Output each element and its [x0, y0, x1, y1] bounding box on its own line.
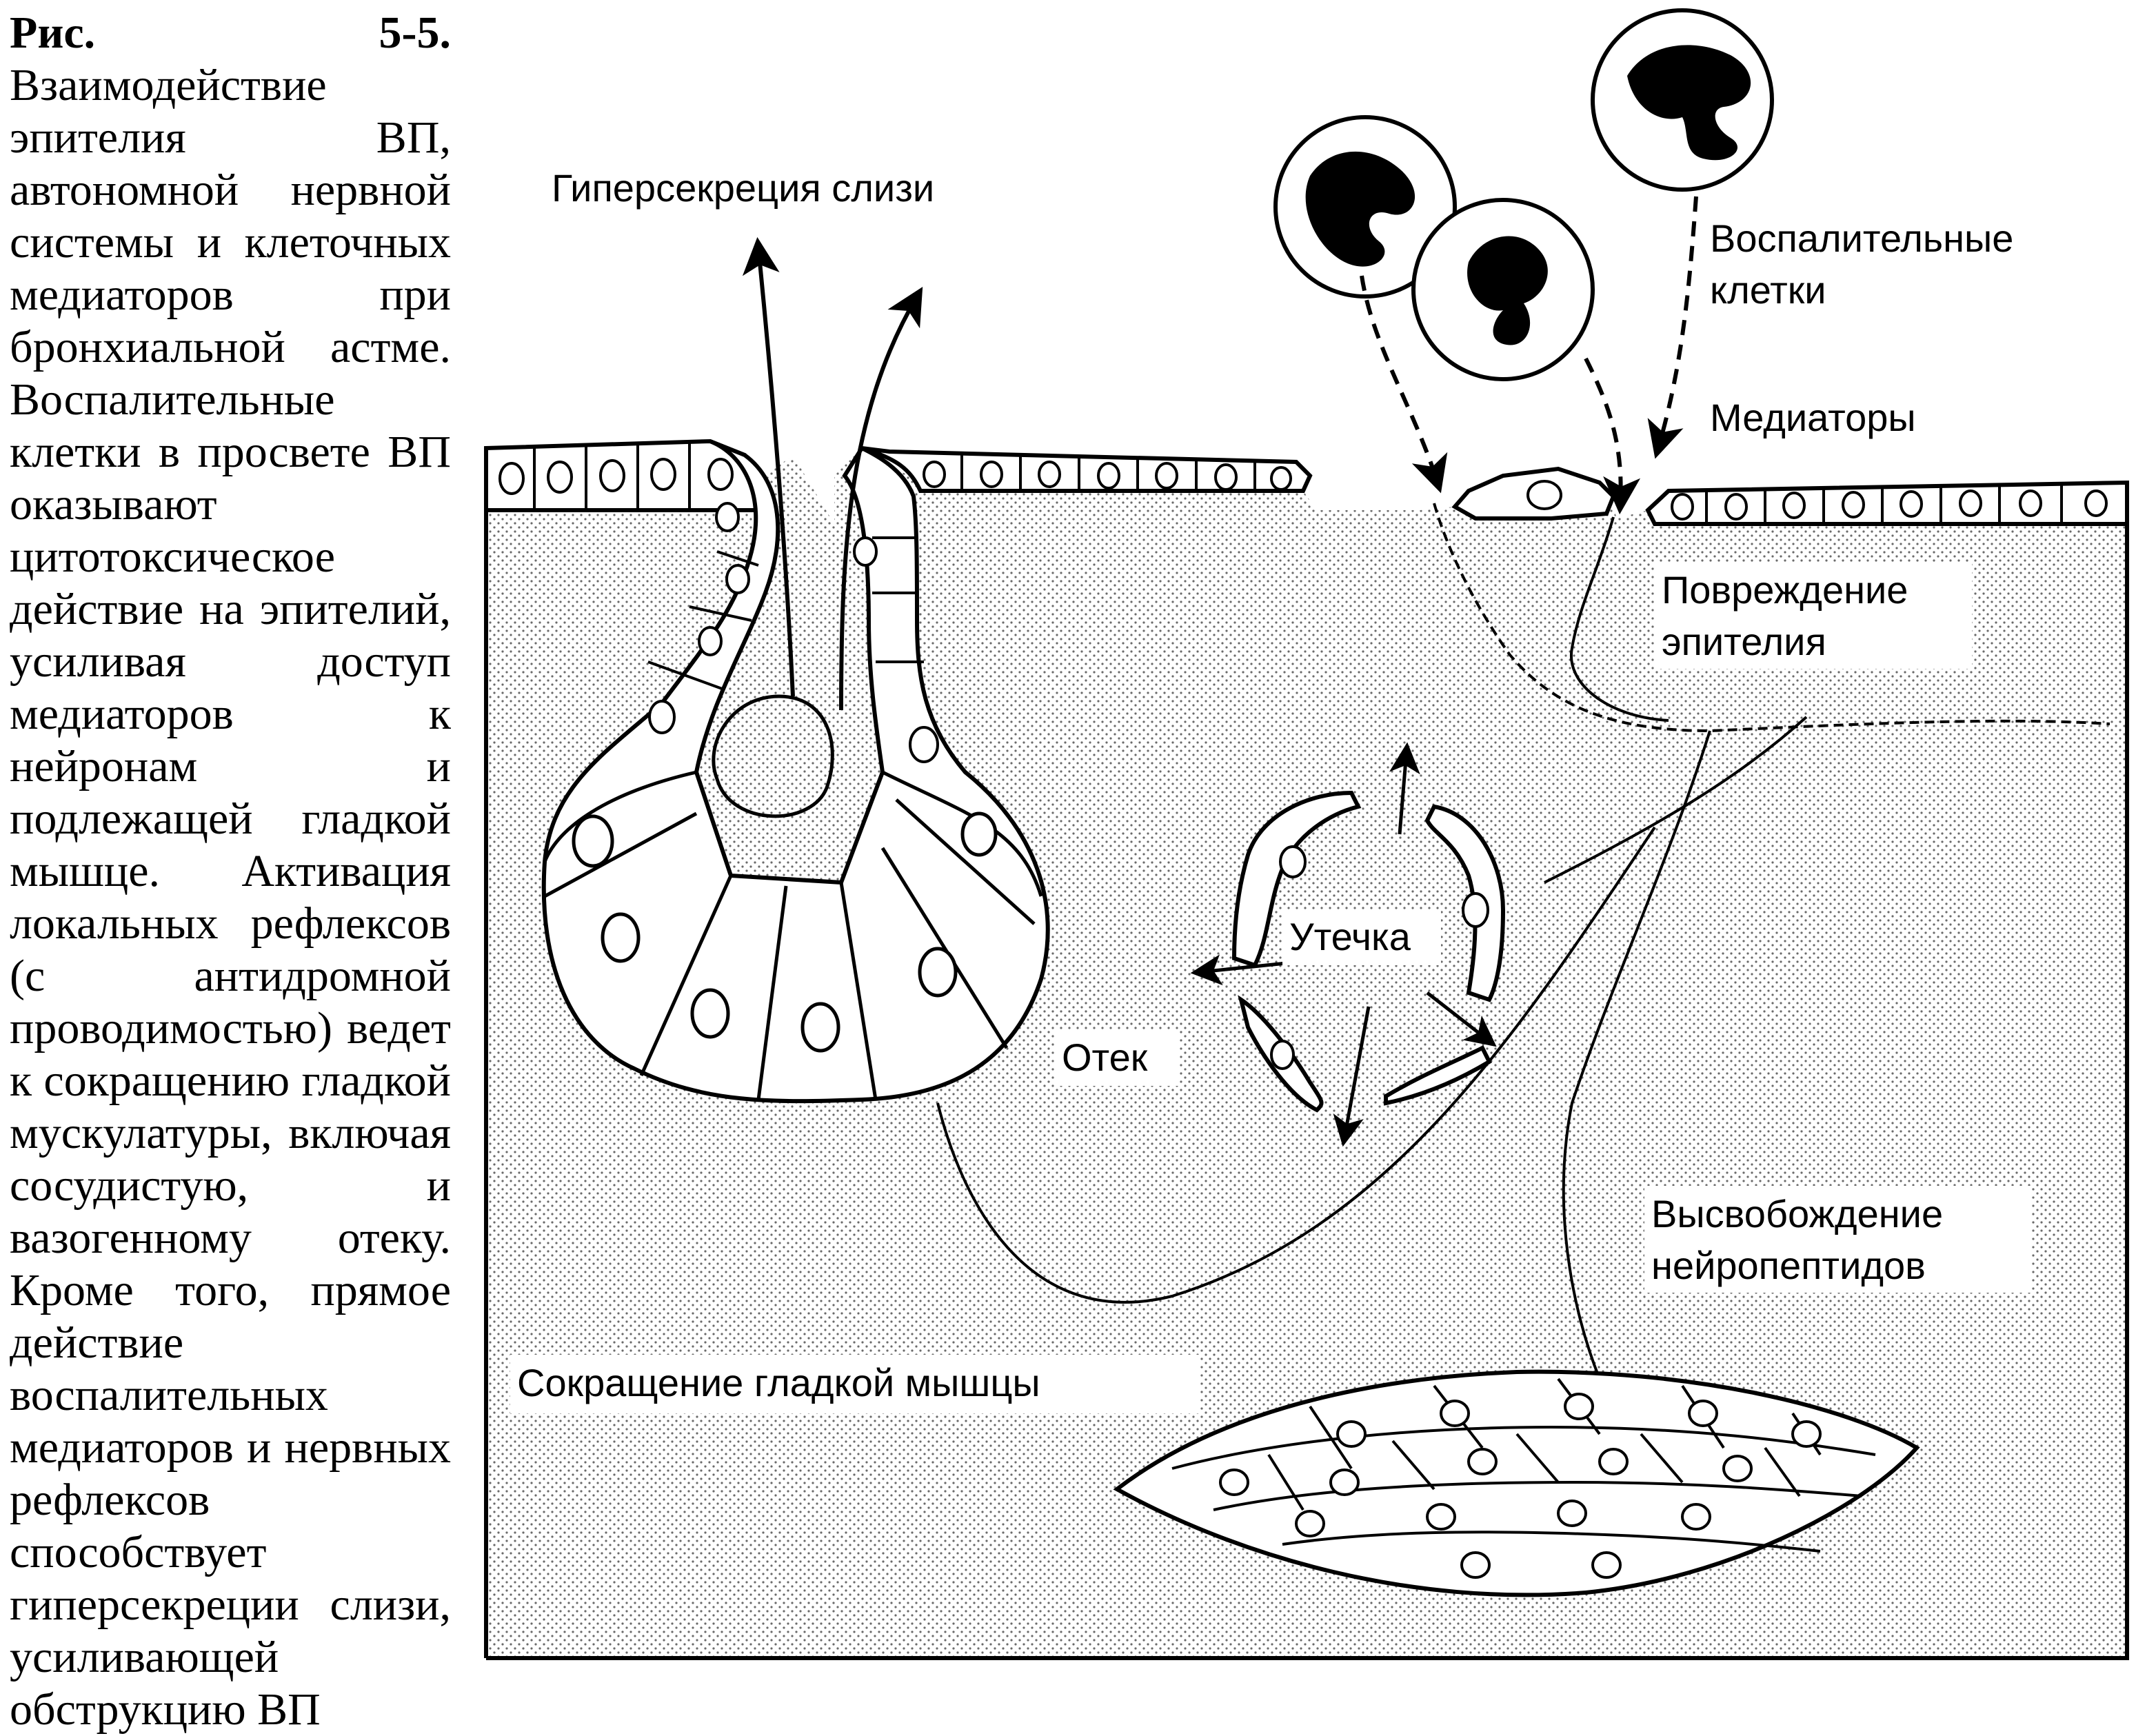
label-mucus-hypersecretion: Гиперсекреция слизи — [552, 166, 934, 210]
sensory-nerve — [936, 503, 2110, 1380]
asthma-airway-diagram: Гиперсекреция слизи Воспалительные клетк… — [484, 8, 2129, 1660]
venule — [1190, 742, 1506, 1147]
mucus-secretion-arrows — [742, 236, 923, 711]
surface-epithelium-middle — [861, 446, 1313, 493]
figure-caption: Рис. 5-5. Взаимодействие эпителия ВП, ав… — [10, 7, 451, 1736]
inflammatory-cells — [1273, 8, 1774, 381]
caption-text: Взаимодействие эпителия ВП, автономной н… — [10, 60, 451, 1735]
submucosal-gland — [541, 439, 1050, 1104]
mediator-arrows — [1360, 196, 1698, 515]
figure-label: Рис. 5-5. — [10, 8, 451, 58]
label-epithelial-damage-line1: Повреждение — [1662, 568, 1908, 612]
label-leak: Утечка — [1289, 915, 1411, 958]
label-mediators: Медиаторы — [1710, 396, 1916, 439]
label-smooth-muscle-contraction: Сокращение гладкой мышцы — [517, 1361, 1040, 1404]
damaged-epithelium — [1451, 466, 1616, 521]
label-inflammatory-cells-line2: клетки — [1710, 268, 1826, 312]
diagram-labels: Гиперсекреция слизи Воспалительные клетк… — [510, 162, 2117, 1413]
label-neuropeptide-release-line2: нейропептидов — [1651, 1244, 1926, 1287]
surface-epithelium-right — [1645, 480, 2129, 526]
label-inflammatory-cells-line1: Воспалительные — [1710, 216, 2013, 260]
smooth-muscle-bundle — [1113, 1369, 1920, 1597]
label-neuropeptide-release-line1: Высвобождение — [1651, 1192, 1943, 1235]
label-epithelial-damage-line2: эпителия — [1662, 620, 1826, 663]
label-edema: Отек — [1062, 1036, 1148, 1079]
mucus-plug — [712, 694, 834, 818]
surface-epithelium-left — [484, 438, 768, 512]
